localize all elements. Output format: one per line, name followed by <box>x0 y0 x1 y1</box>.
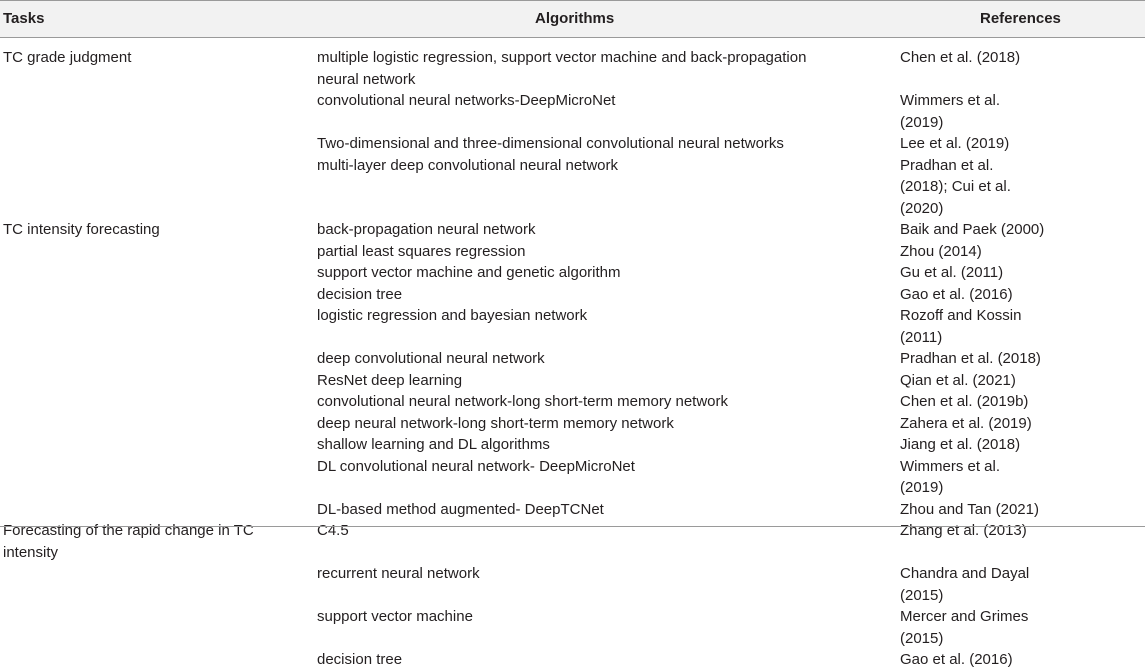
algorithm-cell: DL-based method augmented- DeepTCNet <box>317 500 604 518</box>
table-row: support vector machine and genetic algor… <box>0 262 1145 284</box>
table-row: TC intensity forecasting back-propagation… <box>0 219 1145 241</box>
algorithm-cell: DL convolutional neural network- DeepMic… <box>317 457 635 475</box>
algorithm-cell: logistic regression and bayesian network <box>317 307 588 324</box>
algorithm-cell: partial least squares regression <box>317 242 526 260</box>
table-row: logistic regression and bayesian network… <box>0 305 1145 348</box>
table-row: deep neural network-long short-term memo… <box>0 413 1145 435</box>
algorithm-cell: support vector machine <box>317 608 473 625</box>
task-cell: TC grade judgment <box>3 49 132 66</box>
reference-cell: Gao et al. (2016) <box>900 285 1013 303</box>
reference-cell: Wimmers et al. (2019) <box>900 92 1001 131</box>
reference-cell: Zahera et al. (2019) <box>900 414 1032 432</box>
table-row: multi-layer deep convolutional neural ne… <box>0 155 1145 220</box>
reference-cell: Chen et al. (2019b) <box>900 393 1029 410</box>
table-row: TC grade judgment multiple logistic regre… <box>0 47 1145 90</box>
reference-cell: Pradhan et al. (2018); Cui et al. (2020) <box>900 156 1011 217</box>
header-tasks: Tasks <box>3 10 45 27</box>
algorithm-cell: deep neural network-long short-term memo… <box>317 414 674 432</box>
bottom-rule <box>0 526 1145 527</box>
table-body: TC grade judgment multiple logistic regre… <box>0 47 1145 671</box>
reference-cell: Chandra and Dayal (2015) <box>900 565 1030 604</box>
algorithm-cell: ResNet deep learning <box>317 371 463 389</box>
algorithm-cell: recurrent neural network <box>317 565 480 582</box>
table-row: deep convolutional neural network Pradhan… <box>0 348 1145 370</box>
table-row: convolutional neural network-long short-… <box>0 391 1145 413</box>
reference-cell: Gao et al. (2016) <box>900 651 1013 668</box>
reference-cell: Baik and Paek (2000) <box>900 221 1045 238</box>
table-row: DL-based method augmented- DeepTCNet Zhou… <box>0 499 1145 521</box>
reference-cell: Gu et al. (2011) <box>900 264 1004 281</box>
table-row: support vector machine Mercer and Grimes … <box>0 606 1145 649</box>
reference-cell: Chen et al. (2018) <box>900 49 1021 66</box>
algorithm-cell: decision tree <box>317 651 403 668</box>
header-algorithms: Algorithms <box>535 10 615 27</box>
reference-cell: Pradhan et al. (2018) <box>900 350 1041 367</box>
algorithm-cell: multiple logistic regression, support ve… <box>317 49 807 88</box>
table-header: Tasks Algorithms References <box>0 0 1145 38</box>
algorithm-cell: decision tree <box>317 285 403 303</box>
reference-cell: Rozoff and Kossin (2011) <box>900 307 1022 346</box>
algorithm-cell: deep convolutional neural network <box>317 350 545 367</box>
reference-cell: Wimmers et al. (2019) <box>900 457 1001 497</box>
algorithm-cell: convolutional neural network-long short-… <box>317 393 729 410</box>
table-row: DL convolutional neural network- DeepMic… <box>0 456 1145 499</box>
algorithm-cell: Two-dimensional and three-dimensional co… <box>317 135 784 152</box>
reference-cell: Jiang et al. (2018) <box>900 436 1021 453</box>
reference-cell: Lee et al. (2019) <box>900 135 1010 152</box>
reference-cell: Zhou and Tan (2021) <box>900 500 1039 518</box>
algorithm-cell: C4.5 <box>317 522 349 539</box>
table-row: Two-dimensional and three-dimensional co… <box>0 133 1145 155</box>
reference-cell: Mercer and Grimes (2015) <box>900 608 1029 647</box>
reference-cell: Zhou (2014) <box>900 242 982 260</box>
algorithm-cell: back-propagation neural network <box>317 221 536 238</box>
algorithm-cell: support vector machine and genetic algor… <box>317 264 621 281</box>
table-row: shallow learning and DL algorithms Jiang … <box>0 434 1145 456</box>
reference-cell: Zhang et al. (2013) <box>900 522 1027 539</box>
table-row: ResNet deep learning Qian et al. (2021) <box>0 370 1145 392</box>
table-row: convolutional neural networks-DeepMicroN… <box>0 90 1145 133</box>
table-row: recurrent neural network Chandra and Daya… <box>0 563 1145 606</box>
reference-cell: Qian et al. (2021) <box>900 371 1016 389</box>
header-references: References <box>980 10 1061 27</box>
algorithm-cell: multi-layer deep convolutional neural ne… <box>317 156 618 174</box>
task-cell: TC intensity forecasting <box>3 221 160 238</box>
algorithm-cell: convolutional neural networks-DeepMicroN… <box>317 92 616 109</box>
table-row: decision tree Gao et al. (2016) <box>0 649 1145 671</box>
algorithm-cell: shallow learning and DL algorithms <box>317 436 550 453</box>
table-row: decision tree Gao et al. (2016) <box>0 284 1145 306</box>
table-row: partial least squares regression Zhou (20… <box>0 241 1145 263</box>
